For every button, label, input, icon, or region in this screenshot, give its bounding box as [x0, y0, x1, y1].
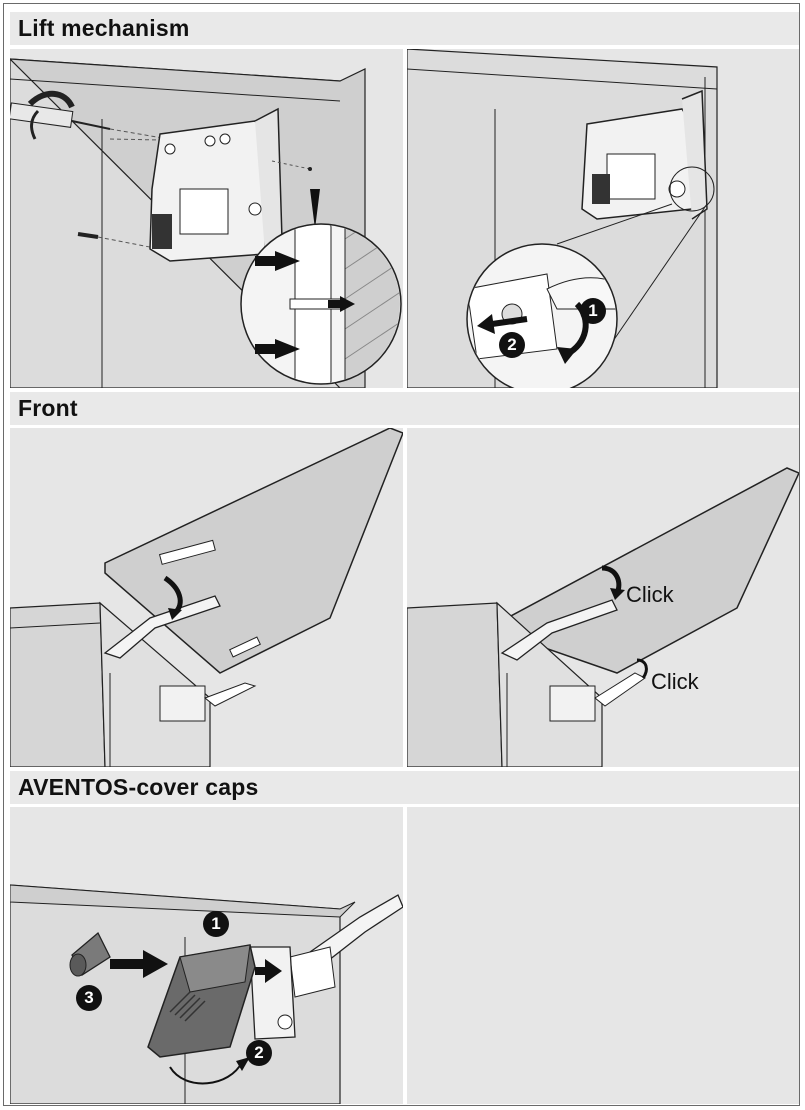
lift-mechanism-icon [581, 89, 708, 220]
click-label-upper: Click [626, 582, 674, 607]
lift-mechanism-icon [549, 672, 646, 722]
panel-lift-mounting [10, 49, 403, 388]
screwdriver-icon [10, 90, 111, 140]
lift-arm-icon [289, 894, 403, 998]
click-label-lower: Click [651, 669, 699, 694]
step-3-badge: 3 [76, 985, 102, 1011]
panel-front-attach [10, 428, 403, 767]
step-2-badge: 2 [499, 332, 525, 358]
lift-mechanism-icon [149, 107, 283, 262]
lift-arm-icon [500, 599, 618, 661]
cover-caps-illustration [10, 884, 403, 1104]
panel-lift-release: 1 2 [407, 49, 799, 388]
section-title: AVENTOS-cover caps [18, 774, 259, 800]
lift-mechanism-icon [159, 682, 257, 722]
section-header-cover-caps: AVENTOS-cover caps [10, 771, 799, 804]
panel-cover-caps: 1 2 3 [10, 807, 403, 1104]
section-title: Lift mechanism [18, 15, 190, 41]
lift-arm-icon [103, 539, 221, 659]
panel-empty [407, 807, 799, 1104]
front-click-illustration [407, 467, 799, 767]
step-1-badge: 1 [203, 911, 229, 937]
cover-cap-icon [147, 944, 256, 1058]
panel-front-click: Click Click [407, 428, 799, 767]
lift-mechanism-icon [249, 946, 296, 1040]
screw-icon [77, 232, 99, 239]
section-title: Front [18, 395, 78, 421]
lift-mounting-illustration [10, 58, 402, 388]
step-2-badge: 2 [246, 1040, 272, 1066]
step-1-badge: 1 [580, 298, 606, 324]
small-cap-icon [69, 931, 111, 977]
section-header-front: Front [10, 392, 799, 425]
section-header-lift-mechanism: Lift mechanism [10, 12, 799, 45]
instruction-sheet: Lift mechanism [3, 3, 800, 1106]
front-attach-illustration [10, 428, 403, 767]
lift-release-illustration [407, 49, 718, 388]
